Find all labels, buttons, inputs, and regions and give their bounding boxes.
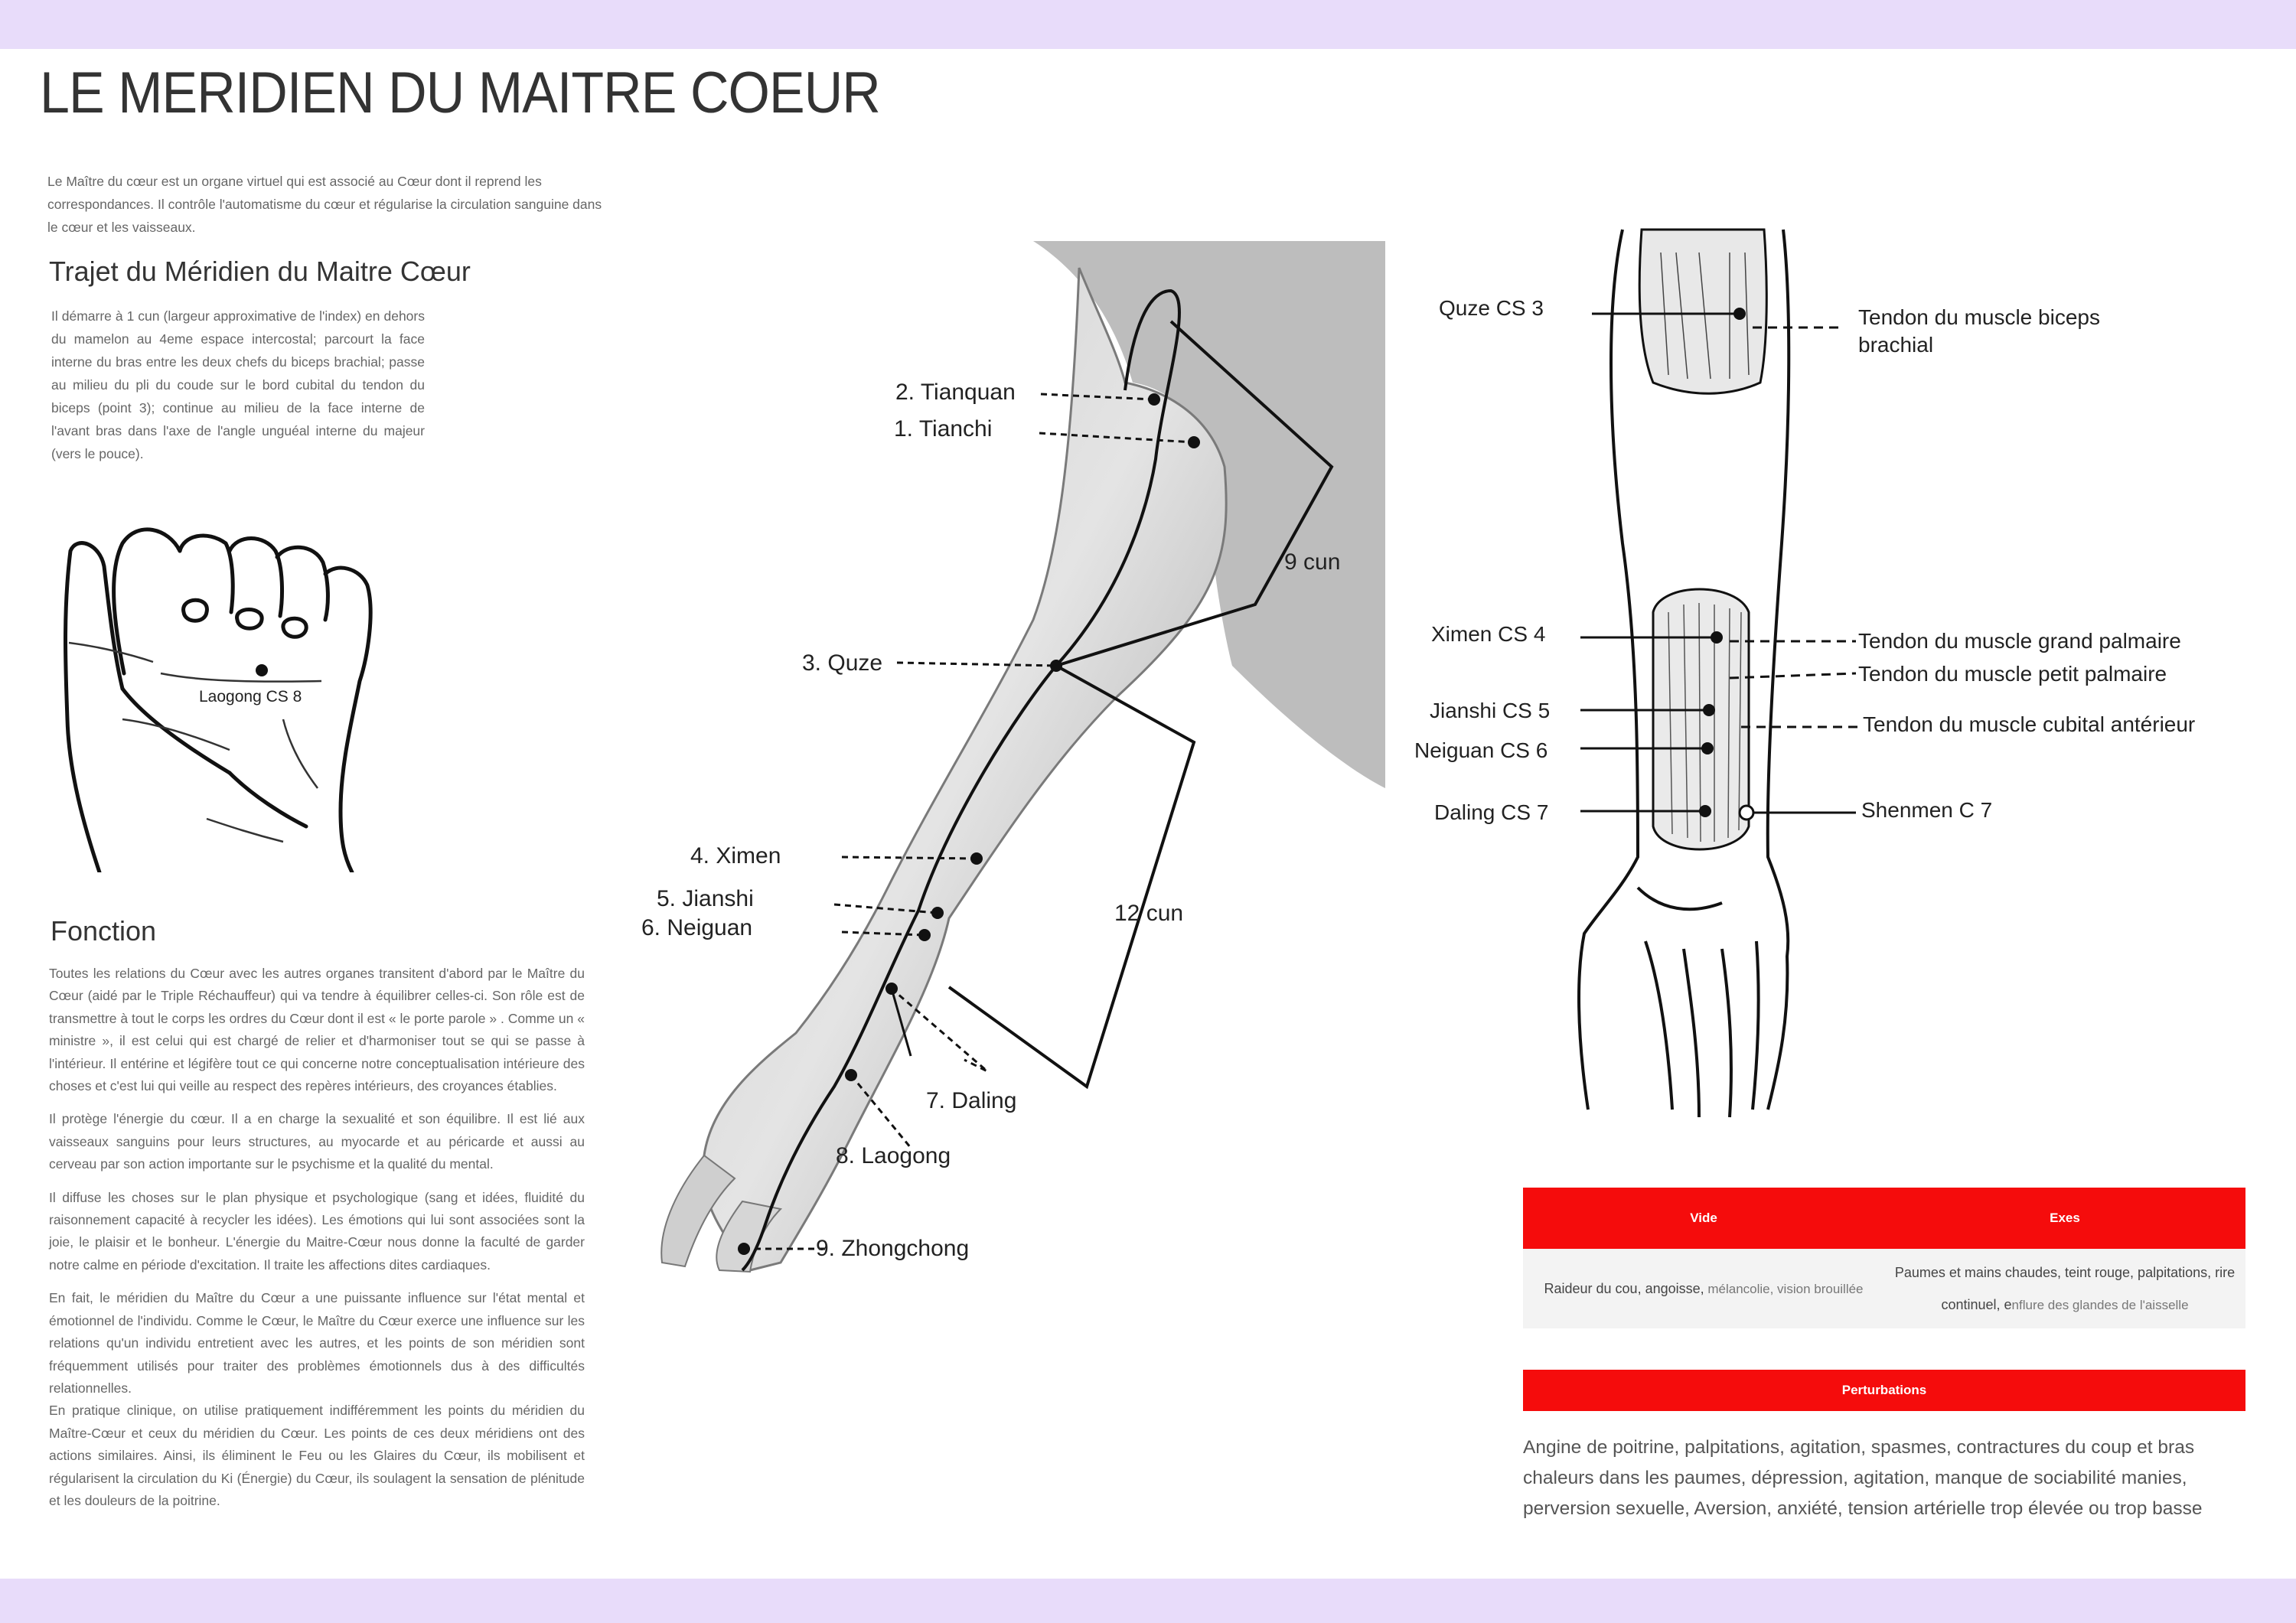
cell-exes-strong: Paumes et mains chaudes, teint rouge, pa… bbox=[1894, 1264, 2236, 1312]
label-jianshi: 5. Jianshi bbox=[657, 886, 754, 911]
label-9-cun: 9 cun bbox=[1284, 549, 1340, 575]
header-vide: Vide bbox=[1690, 1211, 1717, 1225]
trajet-text: Il démarre à 1 cun (largeur approximativ… bbox=[51, 308, 425, 461]
intro-text: Le Maître du cœur est un organe virtuel … bbox=[47, 174, 602, 235]
fonction-paragraph-5: En pratique clinique, on utilise pratiqu… bbox=[49, 1403, 585, 1508]
label-tendon-grand-palmaire: Tendon du muscle grand palmaire bbox=[1858, 629, 2181, 653]
label-ximen-cs4: Ximen CS 4 bbox=[1431, 622, 1545, 646]
label-tendon-biceps: Tendon du muscle biceps bbox=[1858, 305, 2100, 329]
fonction-heading: Fonction bbox=[51, 915, 157, 947]
label-neiguan: 6. Neiguan bbox=[641, 915, 752, 940]
label-daling: 7. Daling bbox=[926, 1088, 1016, 1113]
label-tianquan: 2. Tianquan bbox=[895, 380, 1016, 405]
perturbations-header: Perturbations bbox=[1523, 1370, 2245, 1411]
label-tendon-cubital: Tendon du muscle cubital antérieur bbox=[1863, 712, 2195, 736]
table-row: Raideur du cou, angoisse, mélancolie, vi… bbox=[1523, 1249, 2245, 1328]
label-quze: 3. Quze bbox=[802, 650, 882, 676]
fonction-paragraph-2: Il protège l'énergie du cœur. Il a en ch… bbox=[49, 1111, 585, 1172]
label-daling-cs7: Daling CS 7 bbox=[1434, 800, 1548, 824]
vide-exes-table: Vide Exes Raideur du cou, angoisse, méla… bbox=[1523, 1188, 2245, 1328]
label-neiguan-cs6: Neiguan CS 6 bbox=[1414, 738, 1548, 762]
cell-vide: Raideur du cou, angoisse, mélancolie, vi… bbox=[1523, 1273, 1884, 1305]
forearm-anatomy-illustration: Quze CS 3 Tendon du muscle biceps brachi… bbox=[1414, 228, 2195, 1118]
hand-illustration: Laogong CS 8 bbox=[64, 527, 373, 872]
cell-vide-light: mélancolie, vision brouillée bbox=[1704, 1281, 1864, 1296]
cell-exes-light: nflure des glandes de l'aisselle bbox=[2011, 1297, 2189, 1312]
label-tianchi: 1. Tianchi bbox=[894, 416, 992, 442]
fonction-section: Toutes les relations du Cœur avec les au… bbox=[49, 963, 585, 1512]
label-brachial: brachial bbox=[1858, 333, 1933, 357]
trajet-heading: Trajet du Méridien du Maitre Cœur bbox=[49, 256, 471, 287]
fonction-paragraph-1: Toutes les relations du Cœur avec les au… bbox=[49, 966, 585, 1094]
fonction-paragraph-4: En fait, le méridien du Maître du Cœur a… bbox=[49, 1290, 585, 1396]
fonction-paragraph-3: Il diffuse les choses sur le plan physiq… bbox=[49, 1189, 585, 1273]
label-tendon-petit-palmaire: Tendon du muscle petit palmaire bbox=[1858, 662, 2167, 686]
cell-exes: Paumes et mains chaudes, teint rouge, pa… bbox=[1884, 1256, 2245, 1322]
page-title: LE MERIDIEN DU MAITRE COEUR bbox=[40, 60, 881, 125]
bottom-band bbox=[0, 1579, 2296, 1623]
label-shenmen-c7: Shenmen C 7 bbox=[1861, 798, 1992, 822]
label-zhongchong: 9. Zhongchong bbox=[816, 1236, 969, 1261]
cell-vide-strong: Raideur du cou, angoisse, bbox=[1544, 1280, 1704, 1296]
label-12-cun: 12 cun bbox=[1114, 901, 1183, 926]
header-exes: Exes bbox=[2050, 1211, 2080, 1225]
arm-illustration: 2. Tianquan 1. Tianchi 9 cun 3. Quze 4. … bbox=[641, 241, 1385, 1273]
label-quze-cs3: Quze CS 3 bbox=[1439, 296, 1544, 320]
label-jianshi-cs5: Jianshi CS 5 bbox=[1430, 699, 1550, 722]
label-ximen: 4. Ximen bbox=[690, 843, 781, 869]
table-header-row: Vide Exes bbox=[1523, 1188, 2245, 1249]
hand-label: Laogong CS 8 bbox=[199, 688, 302, 706]
top-band bbox=[0, 0, 2296, 49]
perturbations-text: Angine de poitrine, palpitations, agitat… bbox=[1523, 1437, 2203, 1519]
label-laogong: 8. Laogong bbox=[836, 1143, 951, 1168]
